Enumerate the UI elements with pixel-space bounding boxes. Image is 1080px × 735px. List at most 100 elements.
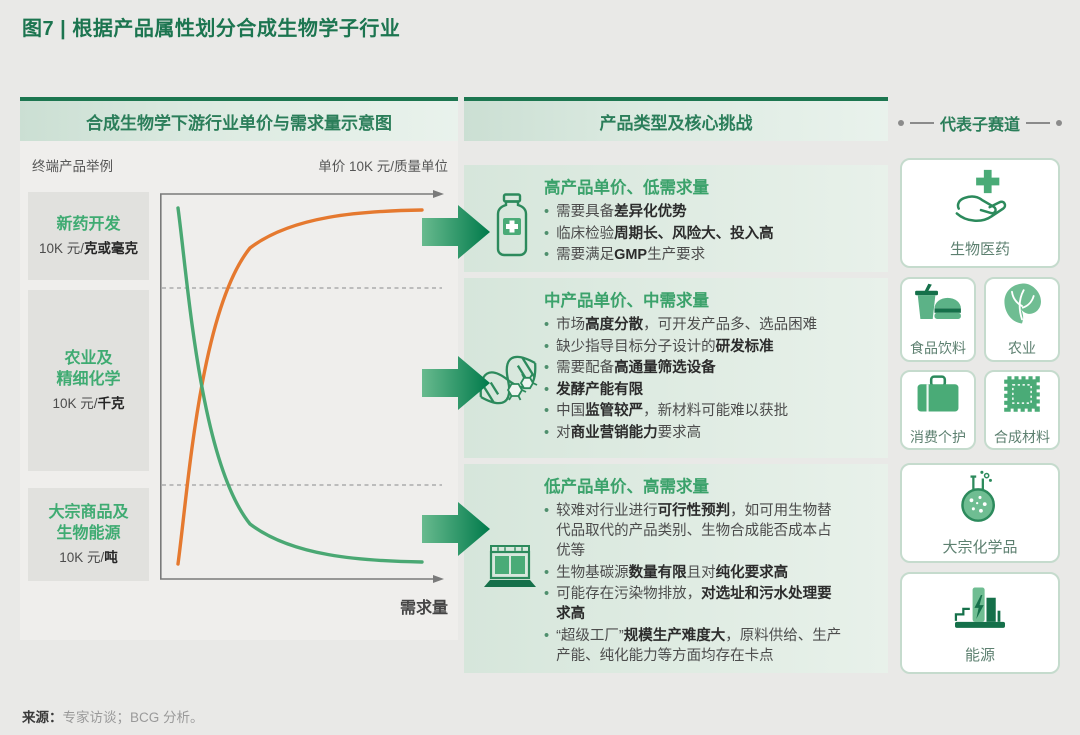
dna-icon bbox=[470, 342, 546, 423]
challenge-bullet: • “超级工厂”规模生产难度大，原料供给、生产产能、纯化能力等方面均存在卡点 bbox=[544, 626, 844, 666]
challenge-bullet: • 临床检验周期长、风险大、投入高 bbox=[544, 224, 844, 244]
leaf-icon bbox=[1001, 281, 1043, 331]
challenge-bullet: • 发酵产能有限 bbox=[544, 380, 844, 400]
category-name: 大宗商品及 生物能源 bbox=[48, 503, 128, 544]
section-low-price-high-demand: 低产品单价、高需求量 • 较难对行业进行可行性预判，如可用生物替代品取代的产品类别… bbox=[464, 464, 888, 673]
medicine-bottle-icon bbox=[494, 193, 530, 262]
power-plant-icon bbox=[953, 582, 1007, 637]
bullet-marker-icon: • bbox=[544, 564, 550, 581]
section-bullet-list: • 较难对行业进行可行性预判，如可用生物替代品取代的产品类别、生物合成能否成本占优… bbox=[544, 501, 844, 666]
challenge-bullet: • 较难对行业进行可行性预判，如可用生物替代品取代的产品类别、生物合成能否成本占优… bbox=[544, 501, 844, 561]
category-name: 农业及 精细化学 bbox=[56, 349, 120, 390]
flow-arrow-low-price bbox=[422, 500, 490, 558]
challenge-bullet: • 缺少指导目标分子设计的研发标准 bbox=[544, 337, 844, 357]
category-name-line: 精细化学 bbox=[56, 370, 121, 388]
bullet-marker-icon: • bbox=[544, 381, 550, 398]
left-panel-header: 合成生物学下游行业单价与需求量示意图 bbox=[20, 97, 458, 141]
bullet-marker-icon: • bbox=[544, 225, 550, 242]
bullet-text: 需要具备差异化优势 bbox=[556, 204, 687, 220]
right-panel-header: 代表子赛道 bbox=[886, 111, 1074, 135]
challenge-bullet: •市场高度分散，可开发产品多、选品困难 bbox=[544, 315, 844, 335]
bullet-text: 发酵产能有限 bbox=[556, 381, 644, 398]
demand-curve bbox=[176, 206, 424, 564]
bullet-text: 缺少指导目标分子设计的研发标准 bbox=[556, 338, 774, 355]
figure-title: 图7 | 根据产品属性划分合成生物学子行业 bbox=[22, 18, 401, 40]
bullet-marker-icon: • bbox=[544, 586, 550, 602]
track-card-biomedicine: 生物医药 bbox=[900, 158, 1060, 268]
decorative-dot-icon bbox=[1056, 120, 1062, 126]
category-name-line: 新药开发 bbox=[56, 215, 121, 233]
challenge-bullet: • 可能存在污染物排放，对选址和污水处理要求高 bbox=[544, 584, 844, 624]
food-drink-icon bbox=[913, 282, 963, 331]
flow-arrow-mid-price bbox=[422, 354, 490, 412]
bullet-marker-icon: • bbox=[544, 424, 550, 441]
bullet-marker-icon: • bbox=[544, 503, 550, 519]
section-bullet-list: •需要具备差异化优势 • 临床检验周期长、风险大、投入高 • 需要满足GMP生产要求 bbox=[544, 202, 844, 265]
category-unit: 10K 元/千克 bbox=[52, 395, 125, 411]
source-note: 来源：专家访谈；BCG 分析。 bbox=[22, 706, 204, 726]
fabric-swatch-icon bbox=[1001, 373, 1043, 420]
track-card-synthetic-materials: 合成材料 bbox=[984, 370, 1060, 450]
briefcase-icon bbox=[915, 374, 961, 420]
bullet-marker-icon: • bbox=[544, 360, 550, 376]
section-bullet-list: •市场高度分散，可开发产品多、选品困难 • 缺少指导目标分子设计的研发标准 • 需要配备… bbox=[544, 315, 844, 443]
decorative-line bbox=[909, 122, 934, 124]
track-label: 农业 bbox=[1008, 340, 1036, 356]
bullet-text: 生物基碳源数量有限且对纯化要求高 bbox=[556, 564, 789, 581]
flow-arrow-high-price bbox=[422, 203, 490, 261]
bullet-text: 需要配备高通量筛选设备 bbox=[556, 360, 716, 376]
source-label: 来源： bbox=[22, 710, 63, 725]
bullet-text: 临床检验周期长、风险大、投入高 bbox=[556, 225, 774, 242]
demand-axis-label: 需求量 bbox=[399, 600, 448, 617]
representative-tracks-panel: 代表子赛道 生物医药 bbox=[897, 97, 1062, 677]
section-title: 低产品单价、高需求量 bbox=[544, 478, 709, 496]
category-agriculture-fine-chem: 农业及 精细化学 10K 元/千克 bbox=[28, 290, 149, 471]
category-name: 新药开发 bbox=[56, 215, 120, 235]
section-title: 中产品单价、中需求量 bbox=[544, 292, 709, 310]
challenge-bullet: • 生物基碳源数量有限且对纯化要求高 bbox=[544, 563, 844, 583]
section-high-price-low-demand: 高产品单价、低需求量 •需要具备差异化优势•临床检验周期长、风险大、投入高•需要… bbox=[464, 165, 888, 272]
price-curve bbox=[176, 208, 424, 566]
x-axis-arrow bbox=[433, 575, 444, 583]
track-label: 生物医药 bbox=[949, 240, 1010, 258]
end-product-column-label: 终端产品举例 bbox=[32, 159, 113, 174]
category-name-line: 大宗商品及 bbox=[48, 504, 129, 522]
category-unit: 10K 元/吨 bbox=[59, 549, 118, 565]
bullet-text: 对商业营销能力要求高 bbox=[556, 424, 702, 441]
middle-panel-header: 产品类型及核心挑战 bbox=[464, 97, 888, 141]
top-axis-arrow bbox=[433, 190, 444, 198]
track-label: 合成材料 bbox=[994, 429, 1050, 445]
section-mid-price-mid-demand: 中产品单价、中需求量 •市场高度分散，可开发产品多、选品困难 • 缺少指导目标分子设… bbox=[464, 278, 888, 458]
category-name-line: 农业及 bbox=[64, 350, 113, 368]
bullet-marker-icon: • bbox=[544, 338, 550, 355]
track-card-energy: 能源 bbox=[900, 572, 1060, 674]
price-demand-panel: 合成生物学下游行业单价与需求量示意图 终端产品举例 单价 10K 元/质量单位 … bbox=[20, 97, 458, 640]
schematic-curves-chart bbox=[160, 190, 444, 583]
challenge-bullet: •需要具备差异化优势 bbox=[544, 202, 844, 222]
bullet-text: 需要满足GMP生产要求 bbox=[556, 247, 706, 263]
challenge-bullet: • 需要配备高通量筛选设备 bbox=[544, 358, 844, 378]
bullet-marker-icon: • bbox=[544, 627, 550, 644]
factory-icon bbox=[484, 543, 536, 596]
bullet-text: 中国监管较严，新材料可能难以获批 bbox=[556, 403, 789, 419]
category-name-line: 生物能源 bbox=[56, 524, 121, 542]
section-title: 高产品单价、低需求量 bbox=[544, 179, 709, 197]
source-text: 专家访谈；BCG 分析。 bbox=[62, 710, 204, 725]
track-card-bulk-chemicals: 大宗化学品 bbox=[900, 463, 1060, 563]
challenge-bullet: • 需要满足GMP生产要求 bbox=[544, 245, 844, 265]
category-bulk-bioenergy: 大宗商品及 生物能源 10K 元/吨 bbox=[28, 488, 149, 581]
track-label: 能源 bbox=[964, 646, 995, 664]
decorative-line bbox=[1026, 122, 1050, 124]
bullet-text: “超级工厂”规模生产难度大，原料供给、生产产能、纯化能力等方面均存在卡点 bbox=[556, 627, 842, 664]
bullet-text: 可能存在污染物排放，对选址和污水处理要求高 bbox=[556, 586, 832, 622]
category-unit: 10K 元/克或毫克 bbox=[38, 241, 139, 257]
flask-icon bbox=[958, 469, 1002, 529]
bullet-marker-icon: • bbox=[544, 247, 550, 263]
challenge-bullet: • 对商业营销能力要求高 bbox=[544, 423, 844, 443]
bullet-text: 较难对行业进行可行性预判，如可用生物替代品取代的产品类别、生物合成能否成本占优等 bbox=[556, 503, 832, 559]
challenge-bullet: •中国监管较严，新材料可能难以获批 bbox=[544, 401, 844, 421]
price-demand-chart bbox=[160, 190, 445, 585]
category-new-drug: 新药开发 10K 元/克或毫克 bbox=[28, 192, 149, 280]
track-label: 食品饮料 bbox=[910, 339, 966, 356]
